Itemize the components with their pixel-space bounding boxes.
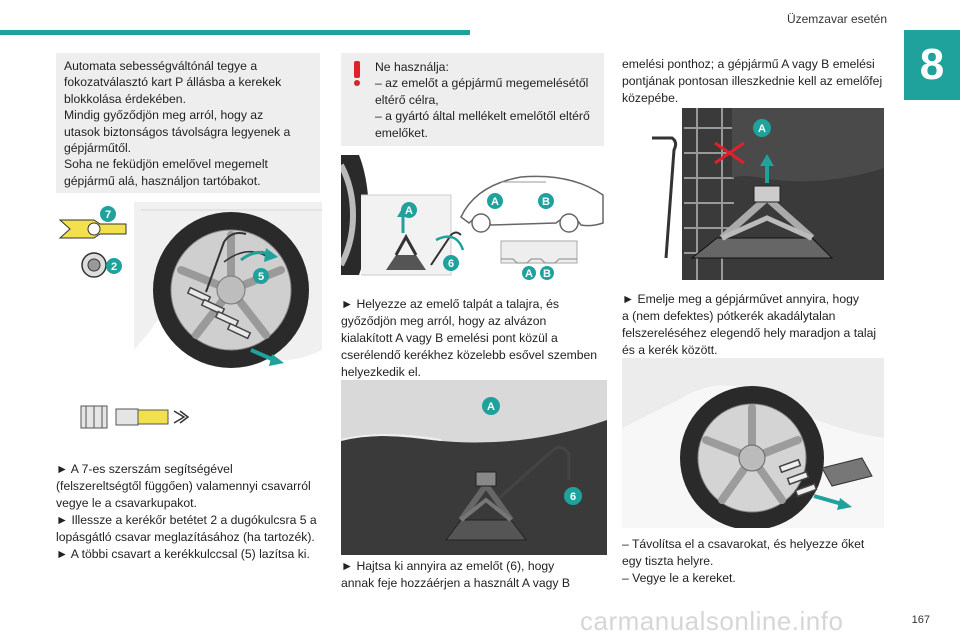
svg-text:6: 6 [448,258,454,270]
svg-text:7: 7 [105,209,111,221]
wheel-bolts-illustration: 7 2 5 [58,202,322,429]
badge-6-jack2: 6 [564,487,582,505]
warning-note: Ne használja: – az emelőt a gépjármű meg… [341,53,604,146]
badge-6: 6 [443,255,459,271]
caution-note: Automata sebességváltónál tegye a fokoza… [56,53,320,193]
badge-2: 2 [106,258,122,274]
col1-steps: ► A 7-es szerszám segítségével (felszere… [56,462,317,561]
badge-a-jack: A [401,202,417,218]
col3-continuation: emelési ponthoz; a gépjármű A vagy B eme… [622,57,883,105]
page-header-title: Üzemzavar esetén [786,12,887,26]
col3-final: – Távolítsa el a csavarokat, és helyezze… [622,537,865,585]
top-accent-bar [0,30,470,35]
exclamation-icon [354,61,360,86]
svg-text:A: A [525,268,533,280]
col2-step1: ► Helyezze az emelő talpát a talajra, és… [341,297,598,379]
col2-step2: ► Hajtsa ki annyira az emelőt (6), hogy … [341,559,571,590]
warning-text: Ne használja: – az emelőt a gépjármű meg… [375,60,590,140]
chapter-tab: 8 [904,30,960,100]
watermark: carmanualsonline.info [580,606,844,636]
badge-7: 7 [100,206,116,222]
badge-5: 5 [253,268,269,284]
figure-wheel-bolts: 7 2 5 [56,200,322,440]
figure-lift-points: A 6 A B A B [341,155,607,280]
caution-note-text: Automata sebességváltónál tegye a fokoza… [64,59,291,188]
badge-b-car: B [538,193,554,209]
badge-a-jack2: A [482,397,500,415]
figure-jack-extend: A 6 [341,380,607,555]
badge-b-underbody: B [540,266,554,280]
badge-a-car: A [487,193,503,209]
page-number: 167 [911,614,930,626]
figure-remove-wheel [622,358,884,528]
figure-jack-head: A [622,108,884,280]
badge-a-head: A [753,119,771,137]
svg-text:A: A [487,401,495,413]
svg-text:5: 5 [258,271,264,283]
svg-text:A: A [405,205,413,217]
svg-text:2: 2 [111,261,117,273]
svg-text:A: A [758,123,766,135]
svg-text:6: 6 [570,491,576,503]
col3-step: ► Emelje meg a gépjárművet annyira, hogy… [622,292,877,357]
badge-a-underbody: A [522,266,536,280]
svg-text:B: B [542,196,550,208]
svg-text:B: B [543,268,551,280]
svg-text:A: A [491,196,499,208]
